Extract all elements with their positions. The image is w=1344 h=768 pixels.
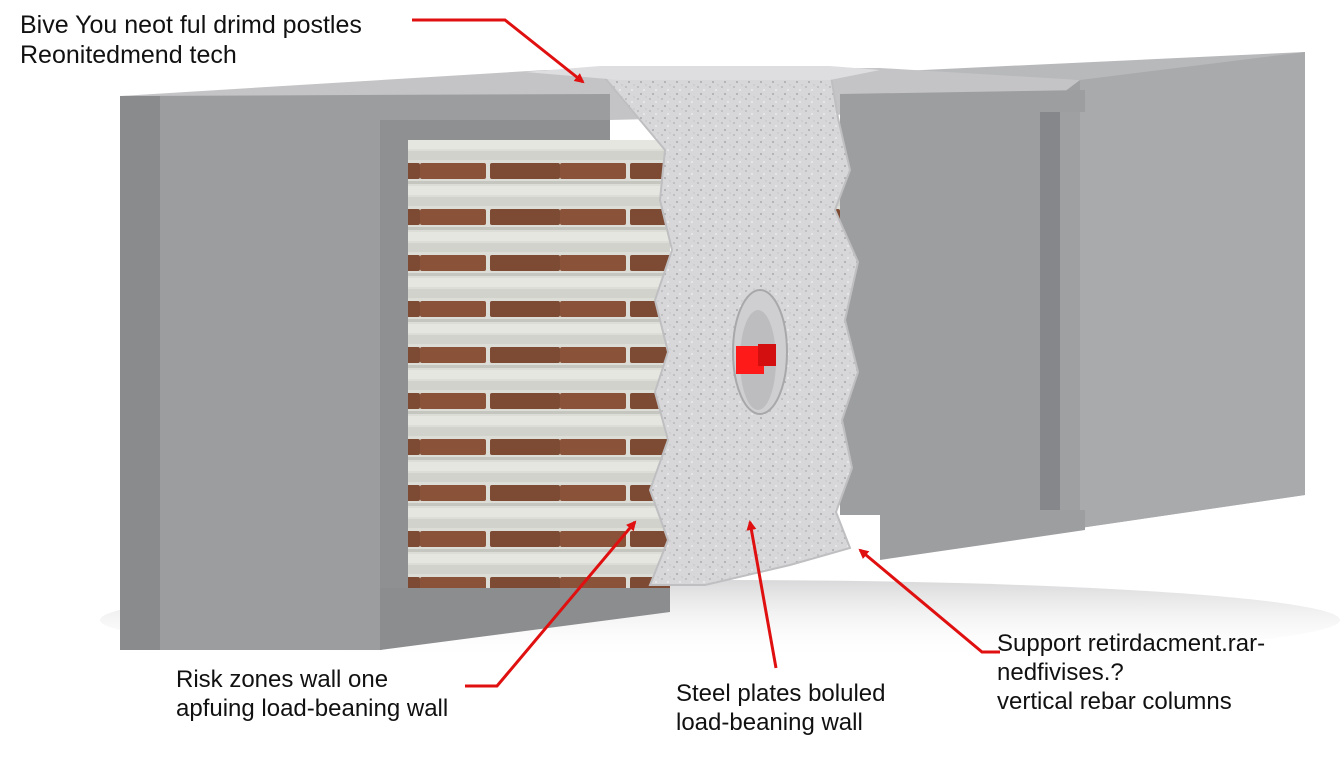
arrow-center	[746, 520, 778, 669]
arrow-top	[412, 18, 585, 84]
concrete-pillar	[597, 68, 860, 586]
right-wall-frame	[840, 90, 1085, 560]
left-frame-bottom	[380, 588, 670, 650]
callout-label-left-line2: apfuing load-beaning wall	[176, 694, 449, 722]
callout-label-top-line2: Reonitedmend tech	[20, 41, 237, 69]
callout-label-center-line2: load-beaning wall	[676, 708, 863, 736]
callout-label-top-line1: Bive You neot ful drimd postles	[20, 11, 362, 39]
callout-label-center: Steel plates boluled load-beaning wall	[676, 680, 885, 738]
callout-arrows	[412, 18, 1000, 688]
arrow-left	[465, 520, 637, 688]
brick-infill-left	[408, 140, 670, 588]
callout-label-right-line1: Support retirdacment.rar-	[997, 630, 1266, 657]
callout-label-left-line1: Risk zones wall one	[176, 666, 389, 693]
callout-label-left: Risk zones wall one apfuing load-beaning…	[176, 666, 448, 724]
callout-label-right-line3: vertical rebar columns	[997, 687, 1232, 715]
steel-plate-marker	[736, 344, 776, 374]
callout-label-top: Bive You neot ful drimd postles Reonited…	[20, 10, 362, 70]
callout-label-right-line2: nedfivises.?	[997, 658, 1124, 686]
callout-label-right: Support retirdacment.rar- nedfivises.? v…	[997, 630, 1265, 716]
callout-label-center-line1: Steel plates boluled	[676, 680, 886, 707]
pillar-top-cap	[525, 66, 880, 80]
arrow-right	[858, 548, 1000, 654]
